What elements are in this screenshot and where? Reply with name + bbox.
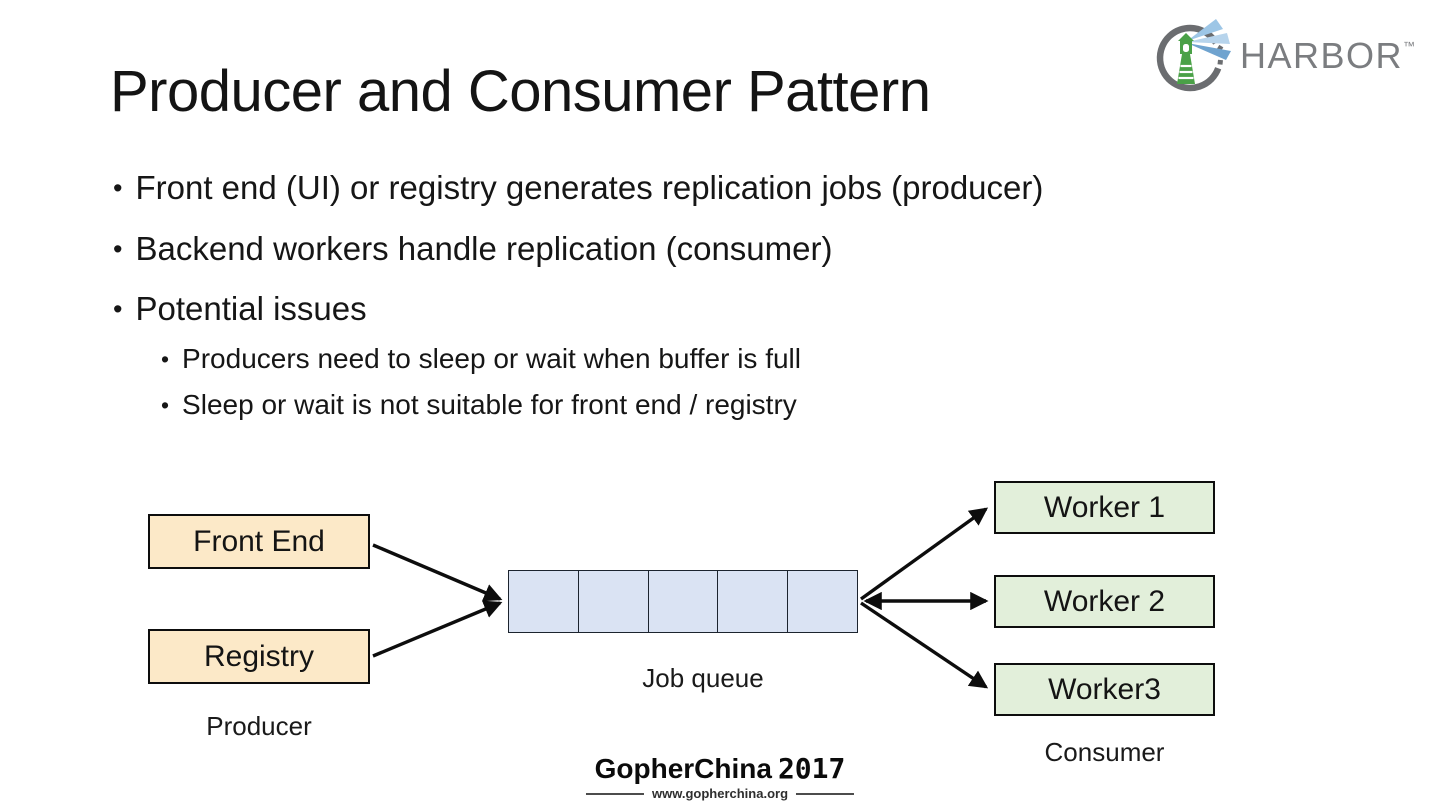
harbor-lighthouse-icon	[1156, 19, 1231, 92]
slide-title: Producer and Consumer Pattern	[110, 59, 931, 124]
bullet-item: • Backend workers handle replication (co…	[113, 230, 832, 269]
sub-bullet-item: • Producers need to sleep or wait when b…	[161, 343, 801, 376]
footer-rule-left	[585, 792, 644, 795]
queue-cell	[509, 571, 579, 632]
bullet-glyph: •	[161, 392, 170, 418]
worker2-node: Worker 2	[994, 575, 1215, 628]
registry-node: Registry	[148, 629, 370, 684]
worker1-node: Worker 1	[994, 481, 1215, 534]
bullet-glyph: •	[113, 234, 123, 264]
sub-bullet-text: Sleep or wait is not suitable for front …	[182, 389, 797, 420]
queue-cell	[718, 571, 789, 632]
bullet-glyph: •	[161, 346, 170, 372]
consumer-group-label: Consumer	[1044, 737, 1165, 767]
arrow-queue-to-worker1	[860, 507, 989, 601]
bullet-item: • Potential issues	[113, 290, 367, 329]
footer-rule-right	[796, 792, 855, 795]
registry-node-label: Registry	[203, 639, 315, 673]
gopherchina-url-row: www.gopherchina.org	[585, 786, 855, 801]
worker3-node-label: Worker3	[1048, 672, 1161, 706]
gopherchina-url: www.gopherchina.org	[651, 786, 789, 801]
queue-cell	[579, 571, 649, 632]
frontend-node-label: Front End	[193, 524, 325, 558]
sub-bullet-item: • Sleep or wait is not suitable for fron…	[161, 389, 797, 422]
worker3-node: Worker3	[994, 663, 1215, 716]
queue-cell	[788, 571, 857, 632]
bullet-glyph: •	[113, 294, 123, 324]
harbor-wordmark: HARBOR™	[1240, 35, 1415, 77]
frontend-node: Front End	[148, 514, 370, 569]
bullet-glyph: •	[113, 173, 123, 203]
bullet-item: • Front end (UI) or registry generates r…	[113, 169, 1043, 208]
bullet-text: Backend workers handle replication (cons…	[135, 230, 833, 267]
job-queue-label: Job queue	[642, 663, 764, 693]
harbor-brand-text: HARBOR	[1240, 35, 1404, 76]
harbor-logo: HARBOR™	[1154, 14, 1415, 98]
worker1-node-label: Worker 1	[1043, 490, 1166, 524]
bullet-text: Front end (UI) or registry generates rep…	[135, 169, 1044, 206]
arrow-frontend-to-queue	[372, 543, 503, 602]
bullet-text: Potential issues	[135, 290, 367, 327]
producer-group-label: Producer	[206, 711, 312, 741]
arrow-queue-to-worker3	[860, 601, 989, 689]
queue-cell	[649, 571, 719, 632]
gopherchina-year: 2017	[777, 752, 846, 785]
arrow-registry-to-queue	[372, 600, 503, 658]
job-queue	[508, 570, 858, 633]
gopherchina-brand-text: GopherChina	[594, 753, 772, 784]
worker2-node-label: Worker 2	[1043, 584, 1166, 618]
harbor-trademark-symbol: ™	[1403, 39, 1416, 53]
sub-bullet-text: Producers need to sleep or wait when buf…	[182, 343, 801, 374]
